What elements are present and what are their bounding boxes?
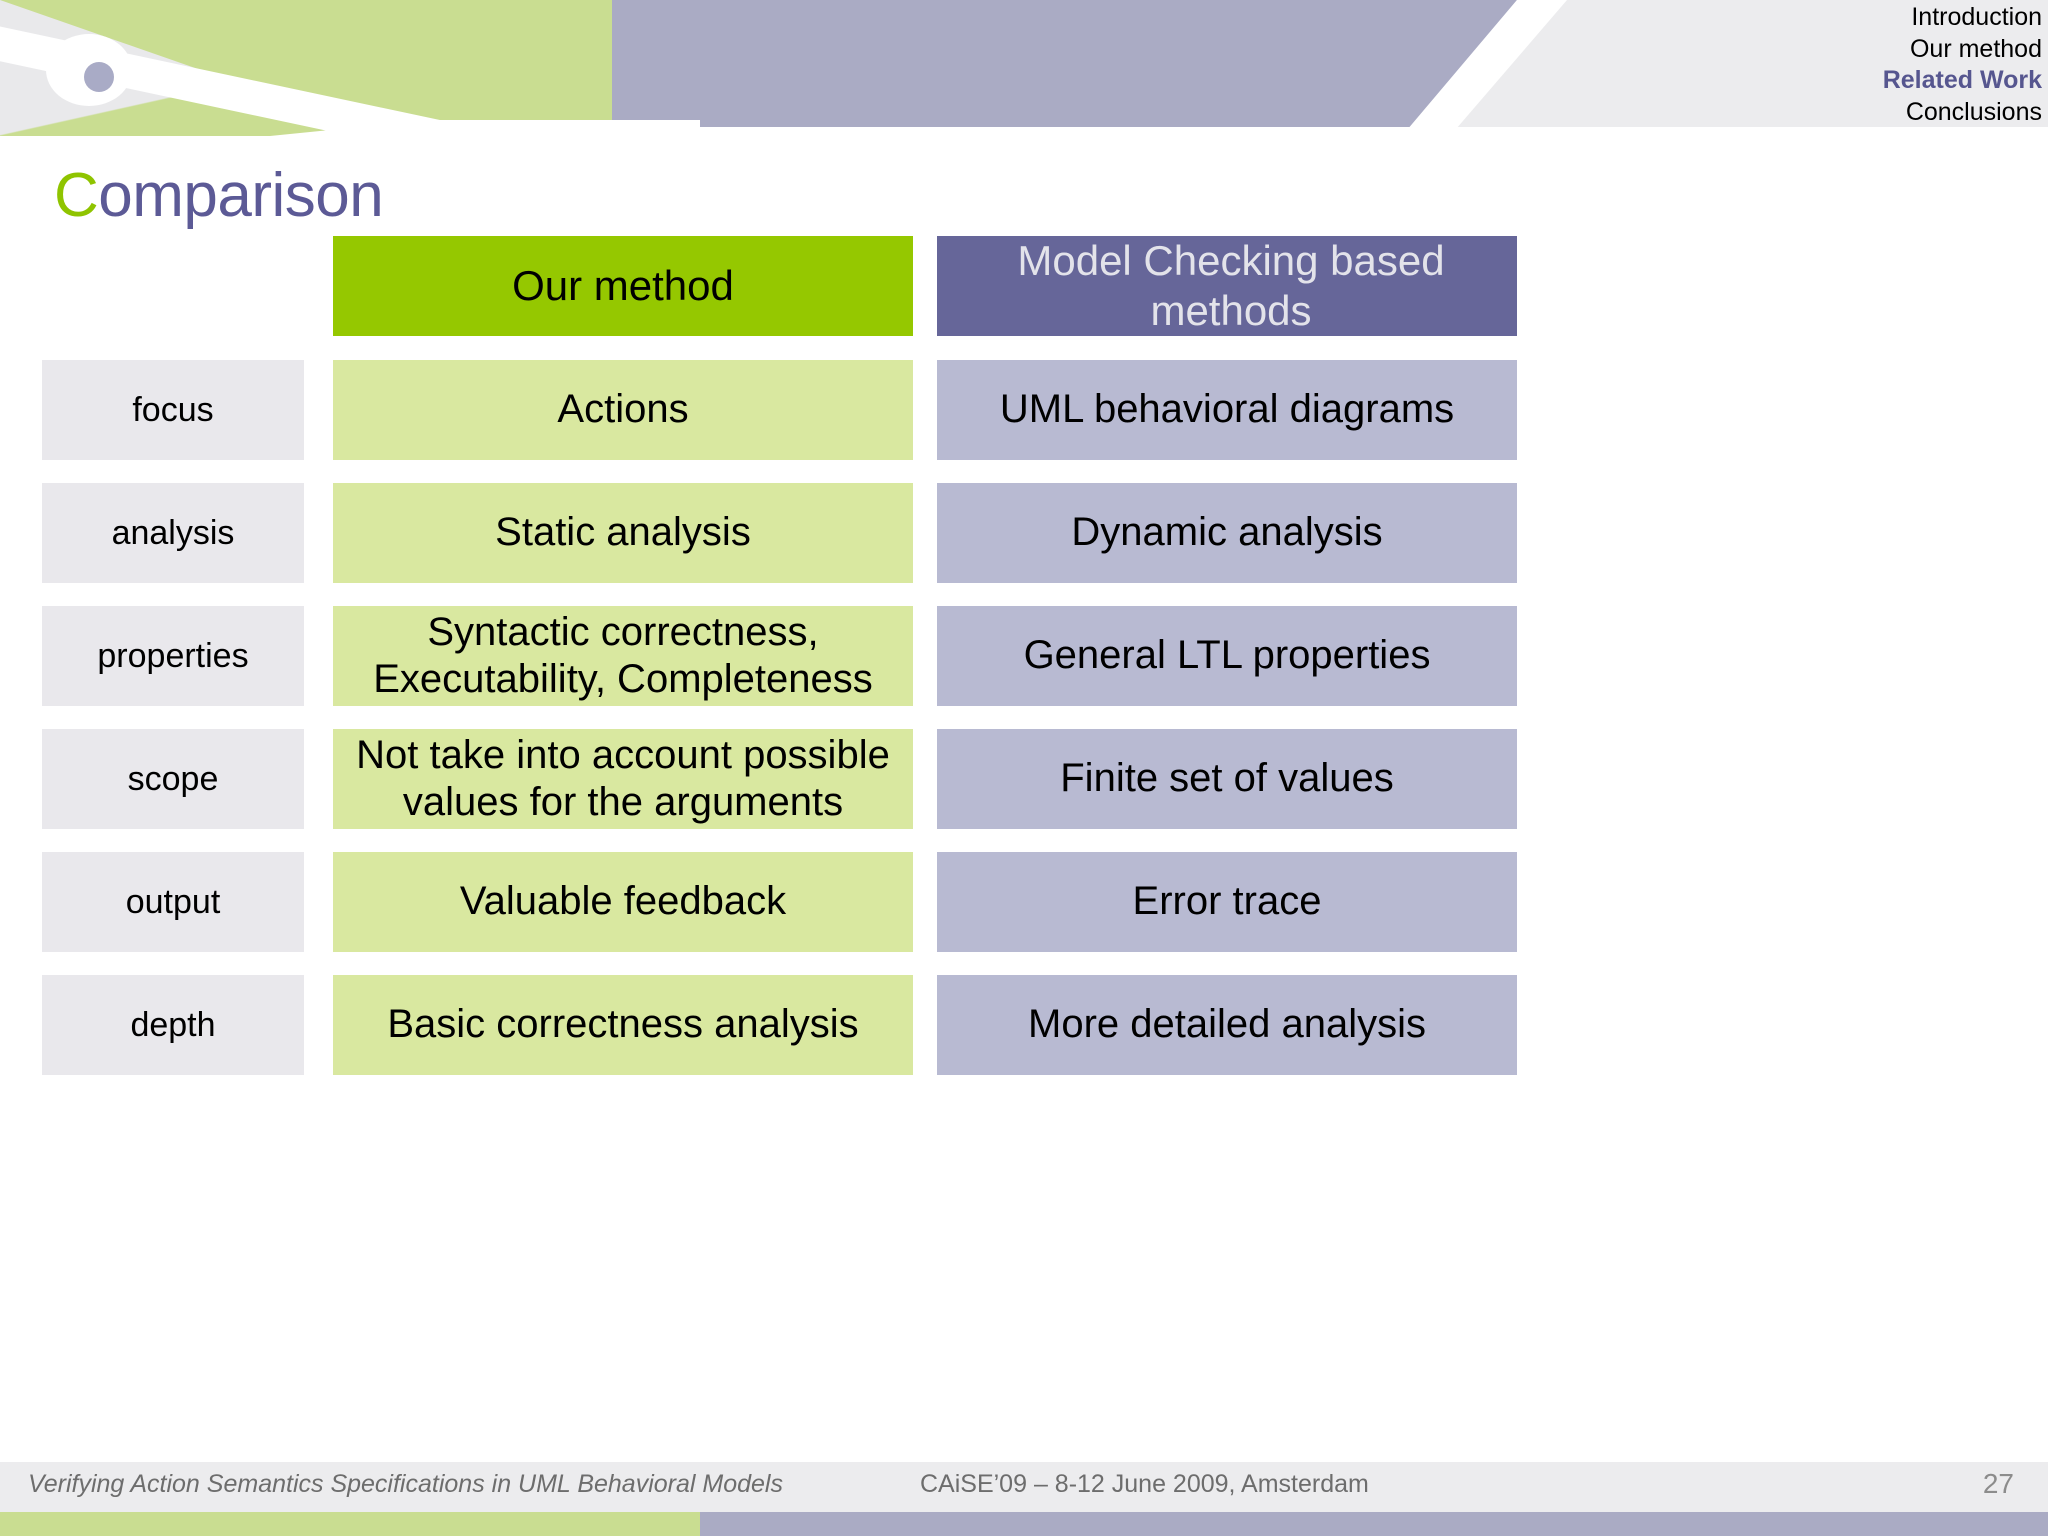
cell-analysis-ours: Static analysis <box>333 483 913 583</box>
cell-scope-ours: Not take into account possible values fo… <box>333 729 913 829</box>
page-title-initial: C <box>54 161 99 230</box>
row-label-focus: focus <box>42 360 304 460</box>
cell-output-ours: Valuable feedback <box>333 852 913 952</box>
row-label-output: output <box>42 852 304 952</box>
cell-properties-mc: General LTL properties <box>937 606 1517 706</box>
column-header-our-method: Our method <box>333 236 913 336</box>
cell-analysis-mc: Dynamic analysis <box>937 483 1517 583</box>
nav-item-introduction[interactable]: Introduction <box>1911 3 2042 31</box>
nav-item-our-method[interactable]: Our method <box>1909 34 2042 63</box>
cell-output-mc: Error trace <box>937 852 1517 952</box>
row-label-scope: scope <box>42 729 304 829</box>
header-bottom-edge <box>612 127 2048 136</box>
cell-focus-mc: UML behavioral diagrams <box>937 360 1517 460</box>
slide-header: Introduction Our method Related Work Con… <box>0 0 2048 136</box>
page-title: Comparison <box>54 160 384 231</box>
column-header-model-checking: Model Checking based methods <box>937 236 1517 336</box>
bottom-strip-purple <box>700 1512 2048 1536</box>
section-nav-list: Introduction Our method Related Work Con… <box>1622 2 2042 128</box>
nav-dot-decoration <box>84 62 114 92</box>
cell-depth-ours: Basic correctness analysis <box>333 975 913 1075</box>
footer-page-number: 27 <box>1982 1468 2014 1499</box>
cell-scope-mc: Finite set of values <box>937 729 1517 829</box>
bottom-strip-green <box>0 1512 700 1536</box>
nav-item-conclusions[interactable]: Conclusions <box>1905 97 2042 126</box>
cell-properties-ours: Syntactic correctness, Executability, Co… <box>333 606 913 706</box>
footer-conference: CAiSE’09 – 8-12 June 2009, Amsterdam <box>920 1470 1369 1498</box>
header-purple-shape <box>612 0 1517 136</box>
footer-paper-title: Verifying Action Semantics Specification… <box>28 1470 783 1498</box>
cell-depth-mc: More detailed analysis <box>937 975 1517 1075</box>
nav-item-related-work[interactable]: Related Work <box>1882 66 2042 94</box>
row-label-analysis: analysis <box>42 483 304 583</box>
page-title-rest: omparison <box>98 161 384 230</box>
cell-focus-ours: Actions <box>333 360 913 460</box>
footer-bar <box>0 1462 2048 1512</box>
row-label-depth: depth <box>42 975 304 1075</box>
row-label-properties: properties <box>42 606 304 706</box>
header-purple-band <box>612 0 2048 136</box>
